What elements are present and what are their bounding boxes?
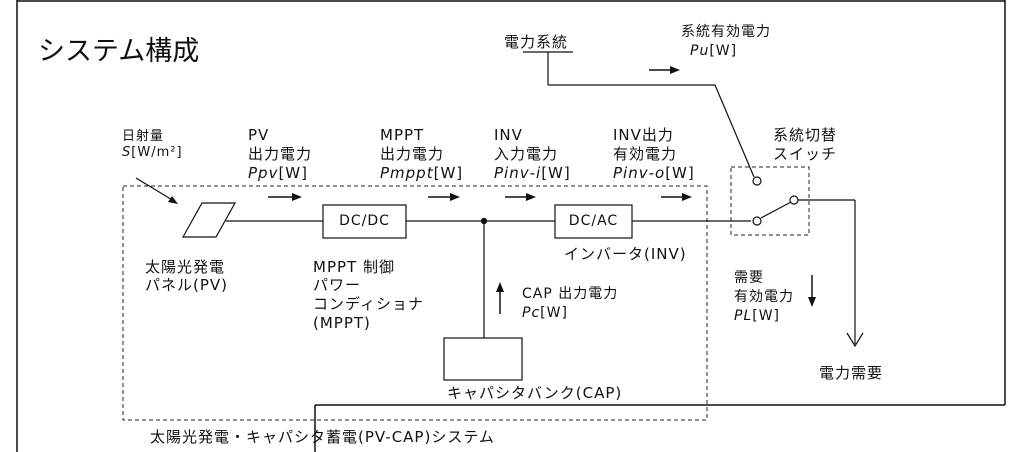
inv-output-label-2: 有効電力 <box>613 145 678 163</box>
pv-panel-label-1: 太陽光発電 <box>145 258 226 276</box>
load-arrowhead <box>846 332 864 348</box>
grid-power-label: 系統有効電力 <box>681 24 771 40</box>
pv-panel-shape <box>181 202 237 238</box>
pv-output-label-1: PV <box>248 126 270 144</box>
switch-contact-inv <box>752 216 762 226</box>
dcdc-box <box>322 204 407 239</box>
pv-output-label-2: 出力電力 <box>248 145 313 163</box>
irradiance-label: 日射量 <box>122 129 165 144</box>
grid-label: 電力系統 <box>504 33 569 51</box>
switch-label-1: 系統切替 <box>773 126 838 144</box>
cap-bank-label: キャパシタバンク(CAP) <box>447 384 623 402</box>
demand-label-2: 有効電力 <box>734 289 794 305</box>
inverter-label: インバータ(INV) <box>564 245 687 263</box>
inv-input-symbol: Pinv-i[W] <box>494 164 571 182</box>
cap-power-label: CAP 出力電力 <box>522 286 619 302</box>
mppt-label-2: パワー <box>313 276 362 294</box>
pv-output-symbol: Ppv[W] <box>248 164 308 182</box>
switch-boundary <box>730 166 810 236</box>
irradiance-symbol: S[W/m²] <box>122 145 183 160</box>
cap-bank-box <box>443 337 523 381</box>
system-name-label: 太陽光発電・キャパシタ蓄電(PV-CAP)システム <box>150 428 495 446</box>
demand-label-1: 需要 <box>734 270 764 286</box>
inv-output-label-1: INV出力 <box>613 126 674 144</box>
pv-panel-label-2: パネル(PV) <box>145 276 229 294</box>
dcac-box <box>554 204 633 239</box>
irradiance-arrowhead <box>168 196 178 204</box>
mppt-label-3: コンディショナ <box>313 295 424 313</box>
flow-arrows <box>268 66 816 314</box>
switch-contact-grid <box>752 176 762 186</box>
mppt-output-label-1: MPPT <box>380 126 425 144</box>
switch-blade <box>760 201 792 219</box>
inv-output-symbol: Pinv-o[W] <box>613 164 695 182</box>
irradiance-arrow <box>135 177 175 202</box>
mppt-label-4: (MPPT) <box>313 314 371 332</box>
mppt-label-1: MPPT 制御 <box>313 258 395 276</box>
switch-label-2: スイッチ <box>773 145 838 163</box>
page-title: システム構成 <box>38 36 200 67</box>
cap-power-symbol: Pc[W] <box>522 305 568 321</box>
switch-contact-load <box>789 195 799 205</box>
dcac-label: DC/AC <box>568 213 619 229</box>
inv-input-label-1: INV <box>494 126 523 144</box>
mppt-output-label-2: 出力電力 <box>380 145 445 163</box>
system-boundary <box>122 185 708 421</box>
grid-diagonal-line <box>714 84 755 178</box>
grid-power-symbol: Pu[W] <box>690 43 738 59</box>
load-label: 電力需要 <box>819 364 884 382</box>
demand-symbol: PL[W] <box>734 308 781 324</box>
mppt-output-symbol: Pmppt[W] <box>380 164 464 182</box>
inv-input-label-2: 入力電力 <box>494 145 559 163</box>
dcdc-label: DC/DC <box>339 213 390 229</box>
